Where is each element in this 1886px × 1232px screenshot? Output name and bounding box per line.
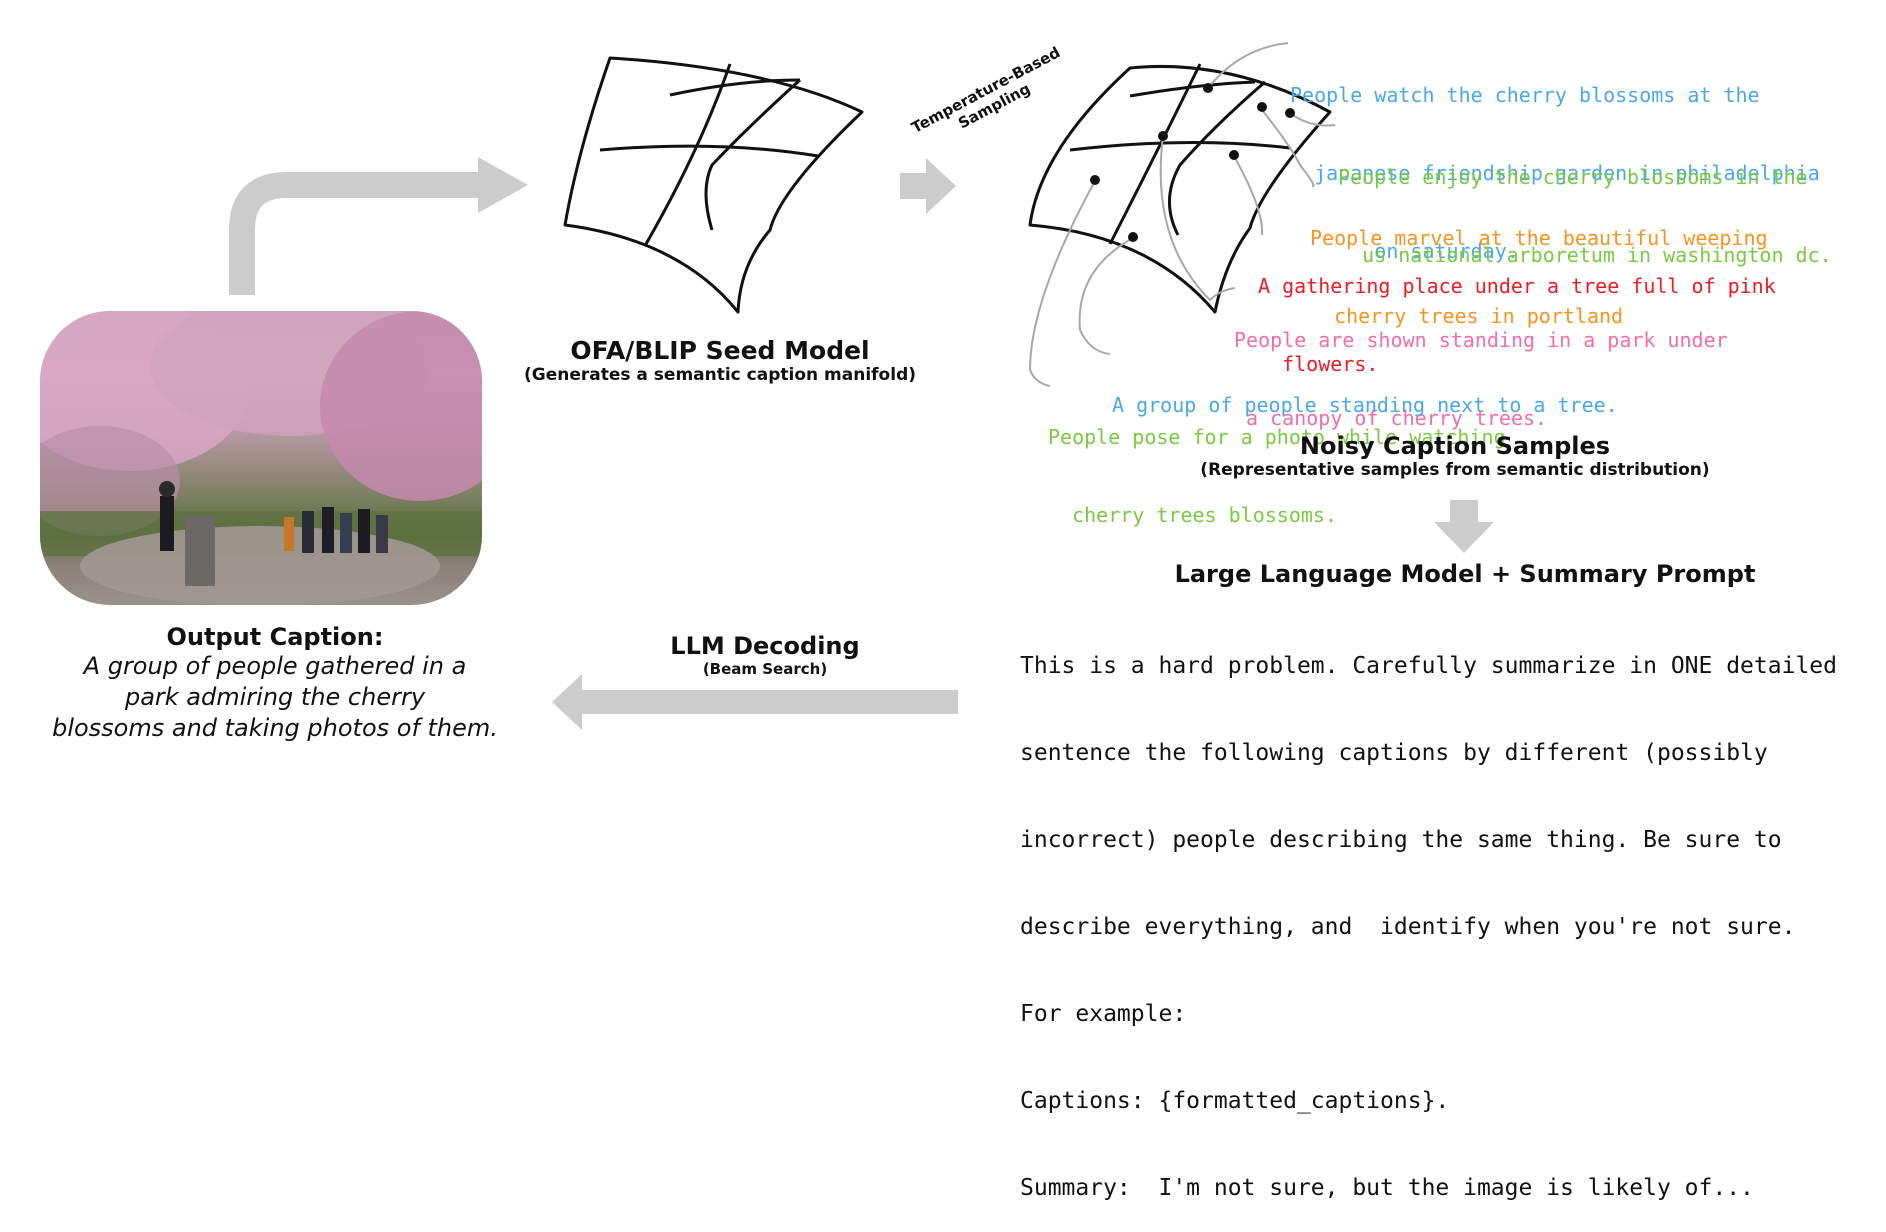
decoding-subtitle: (Beam Search) [702, 660, 828, 678]
seed-model-title: OFA/BLIP Seed Model [570, 336, 870, 365]
caption-sample-4-line1: A gathering place under a tree full of p… [1258, 274, 1776, 298]
summary-prompt-line1: This is a hard problem. Carefully summar… [1020, 653, 1837, 679]
leader-line-4 [1233, 155, 1264, 236]
output-caption-line3: blossoms and taking photos of them. [52, 714, 498, 742]
caption-sample-4: A gathering place under a tree full of p… [1258, 221, 1776, 403]
decoding-label: LLM Decoding (Beam Search) [640, 632, 890, 678]
output-caption-title: Output Caption: [166, 623, 384, 651]
noisy-samples-subtitle: (Representative samples from semantic di… [1200, 460, 1710, 480]
caption-sample-4-line2: flowers. [1258, 352, 1379, 376]
output-caption: Output Caption: A group of people gather… [30, 623, 520, 744]
sample-point-3 [1285, 108, 1295, 118]
caption-sample-6-line1: A group of people standing next to a tre… [1112, 393, 1618, 417]
caption-sample-3-line2: cherry trees in portland [1310, 304, 1624, 328]
diagram-canvas [229, 42, 1494, 730]
caption-sample-7-line2: cherry trees blossoms. [1048, 503, 1337, 527]
caption-sample-3-line1: People marvel at the beautiful weeping [1310, 226, 1768, 250]
noisy-samples-title: Noisy Caption Samples [1299, 432, 1611, 460]
summary-prompt-line7: Summary: I'm not sure, but the image is … [1020, 1175, 1754, 1201]
leader-line-1 [1207, 42, 1289, 89]
sample-point-1 [1203, 83, 1213, 93]
caption-sample-5-line2: a canopy of cherry trees. [1234, 406, 1548, 430]
summary-prompt-line6: Captions: {formatted_captions}. [1020, 1088, 1450, 1114]
caption-sample-5: People are shown standing in a park unde… [1234, 275, 1728, 457]
caption-sample-1: People watch the cherry blossoms at the … [1290, 30, 1820, 290]
input-photo [40, 311, 482, 605]
output-caption-line2: park admiring the cherry [124, 683, 426, 711]
caption-sample-2-line2: us national arboretum in washington dc. [1338, 243, 1832, 267]
photo-to-model-arrow [229, 172, 480, 295]
decoding-arrow-shaft [580, 690, 958, 714]
caption-sample-5-line1: People are shown standing in a park unde… [1234, 328, 1728, 352]
sample-point-4 [1229, 150, 1239, 160]
caption-sample-6: A group of people standing next to a tre… [1112, 340, 1618, 444]
samples-to-llm-arrow-shaft [1450, 500, 1478, 524]
leader-line-7 [1028, 180, 1096, 387]
caption-leader-lines [1028, 42, 1336, 387]
caption-sample-1-line2: japanese friendship garden in philadelph… [1290, 161, 1820, 185]
leader-line-5 [1159, 135, 1236, 302]
caption-sample-2: People enjoy the cherry blossoms in the … [1338, 112, 1832, 294]
sample-point-5 [1158, 131, 1168, 141]
seed-model-manifold [563, 56, 864, 314]
leader-line-6 [1078, 237, 1134, 355]
sample-point-2 [1257, 102, 1267, 112]
caption-sample-3: People marvel at the beautiful weeping c… [1310, 173, 1768, 355]
caption-sample-1-line3: on saturday. [1290, 239, 1519, 263]
sample-point-6 [1090, 175, 1100, 185]
sample-points [1090, 83, 1295, 242]
caption-sample-2-line1: People enjoy the cherry blossoms in the [1338, 165, 1808, 189]
summary-prompt-line5: For example: [1020, 1001, 1187, 1027]
summary-prompt-line4: describe everything, and identify when y… [1020, 914, 1796, 940]
samples-to-llm-arrowhead [1434, 522, 1494, 553]
leader-line-3 [1261, 109, 1315, 188]
sampling-arrow-shaft [900, 173, 928, 199]
noisy-samples-label: Noisy Caption Samples (Representative sa… [1170, 432, 1740, 480]
summary-prompt-line2: sentence the following captions by diffe… [1020, 740, 1768, 766]
summary-prompt-line3: incorrect) people describing the same th… [1020, 827, 1782, 853]
seed-model-label: OFA/BLIP Seed Model (Generates a semanti… [480, 336, 960, 385]
output-caption-line1: A group of people gathered in a [83, 652, 467, 680]
cherry-blossom-photo-illustration [40, 311, 482, 605]
sampling-arrowhead [926, 158, 956, 214]
photo-to-model-arrowhead [478, 157, 528, 213]
noisy-manifold [1028, 63, 1332, 314]
caption-sample-7-line1: People pose for a photo while watching [1048, 425, 1506, 449]
decoding-arrowhead [552, 674, 582, 730]
decoding-title: LLM Decoding [670, 632, 860, 660]
summary-prompt: This is a hard problem. Carefully summar… [1020, 594, 1837, 1232]
seed-model-subtitle: (Generates a semantic caption manifold) [523, 365, 917, 385]
llm-label: Large Language Model + Summary Prompt [1130, 560, 1800, 588]
caption-sample-1-line1: People watch the cherry blossoms at the [1290, 83, 1760, 107]
sample-point-7 [1128, 232, 1138, 242]
caption-sample-7: People pose for a photo while watching c… [1048, 372, 1506, 554]
llm-title: Large Language Model + Summary Prompt [1174, 560, 1756, 588]
